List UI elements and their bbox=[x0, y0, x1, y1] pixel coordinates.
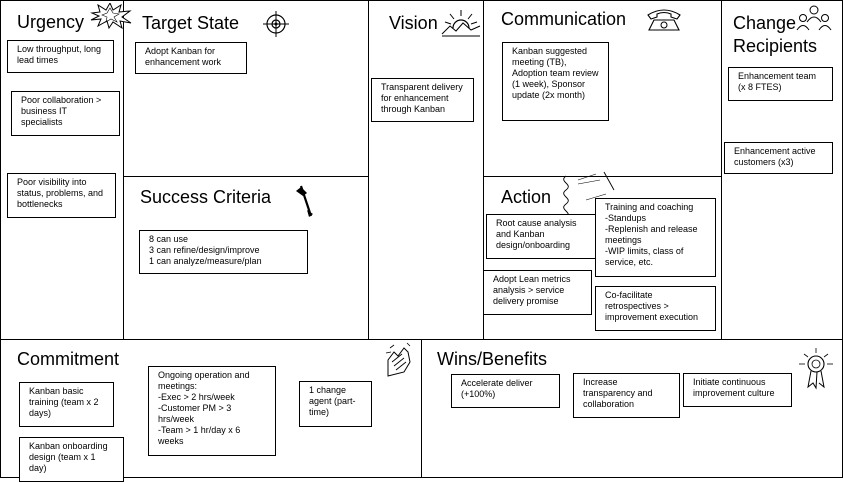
action-note: Training and coaching -Standups -Repleni… bbox=[595, 198, 716, 277]
divider bbox=[123, 0, 124, 339]
target-state-note: Adopt Kanban for enhancement work bbox=[135, 42, 247, 74]
action-note: Co-facilitate retrospectives > improveme… bbox=[595, 286, 716, 331]
award-ribbon-icon bbox=[796, 346, 836, 390]
handshake-icon bbox=[382, 342, 416, 380]
explosion-icon bbox=[90, 3, 132, 29]
success-criteria-title: Success Criteria bbox=[140, 187, 272, 207]
urgency-title: Urgency bbox=[17, 12, 85, 32]
divider bbox=[483, 0, 484, 339]
action-note: Root cause analysis and Kanban design/on… bbox=[486, 214, 596, 259]
divider bbox=[421, 339, 422, 478]
change-recipients-title: Change Recipients bbox=[733, 12, 833, 58]
wins-benefits-title: Wins/Benefits bbox=[437, 349, 548, 369]
divider bbox=[123, 176, 368, 177]
urgency-note: Poor collaboration > business IT special… bbox=[11, 91, 120, 136]
communication-note: Kanban suggested meeting (TB), Adoption … bbox=[502, 42, 609, 121]
communication-title: Communication bbox=[501, 9, 627, 29]
divider bbox=[721, 0, 722, 339]
urgency-note: Low throughput, long lead times bbox=[7, 40, 114, 73]
urgency-note: Poor visibility into status, problems, a… bbox=[7, 173, 116, 218]
divider bbox=[0, 0, 843, 1]
commitment-title: Commitment bbox=[17, 349, 120, 369]
success-criteria-note: 8 can use 3 can refine/design/improve 1 … bbox=[139, 230, 308, 274]
action-note: Adopt Lean metrics analysis > service de… bbox=[483, 270, 592, 315]
divider bbox=[368, 0, 369, 339]
telephone-icon bbox=[644, 6, 684, 32]
change-recipients-note: Enhancement active customers (x3) bbox=[724, 142, 833, 174]
sunrise-icon bbox=[441, 6, 481, 38]
wins-benefits-note: Initiate continuous improvement culture bbox=[683, 373, 792, 407]
commitment-note: 1 change agent (part-time) bbox=[299, 381, 372, 427]
people-icon bbox=[796, 4, 832, 32]
divider bbox=[483, 176, 721, 177]
vision-title: Vision bbox=[389, 13, 438, 33]
change-recipients-title-text: Change Recipients bbox=[733, 13, 818, 56]
target-state-title: Target State bbox=[142, 13, 240, 33]
change-recipients-note: Enhancement team (x 8 FTES) bbox=[728, 67, 833, 101]
commitment-note: Kanban onboarding design (team x 1 day) bbox=[19, 437, 124, 482]
commitment-note: Kanban basic training (team x 2 days) bbox=[19, 382, 114, 427]
action-title: Action bbox=[501, 187, 552, 207]
target-icon bbox=[262, 10, 290, 38]
vision-note: Transparent delivery for enhancement thr… bbox=[371, 78, 474, 122]
wins-benefits-note: Increase transparency and collaboration bbox=[573, 373, 680, 418]
wins-benefits-note: Accelerate deliver (+100%) bbox=[451, 374, 560, 408]
flag-icon bbox=[294, 184, 318, 218]
commitment-note: Ongoing operation and meetings: -Exec > … bbox=[148, 366, 276, 456]
divider bbox=[0, 0, 1, 478]
